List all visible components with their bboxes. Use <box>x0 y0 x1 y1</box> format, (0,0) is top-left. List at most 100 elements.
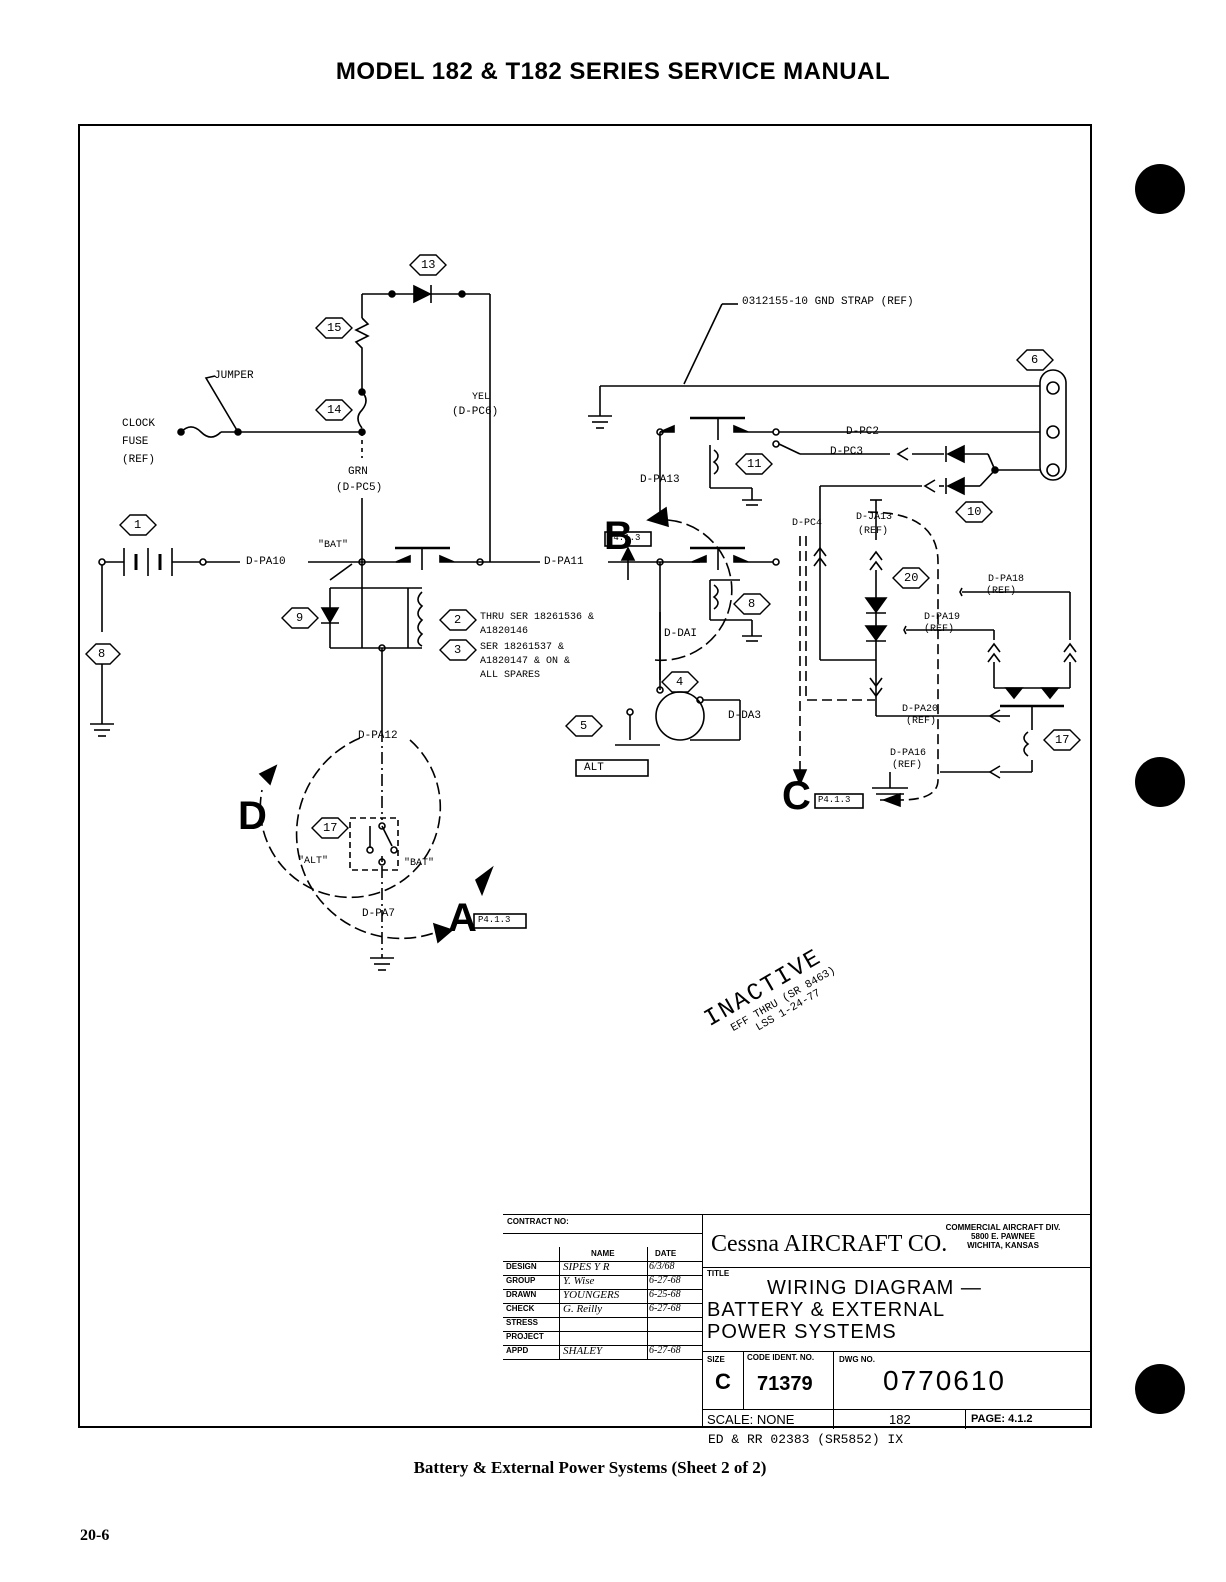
label-dpa7: D-PA7 <box>362 908 396 920</box>
diodes-pc3 <box>819 444 1040 536</box>
callout-3: 3 <box>454 643 462 657</box>
label-dpa12: D-PA12 <box>358 730 398 742</box>
page-ref: PAGE: 4.1.2 <box>971 1413 1033 1425</box>
label-bat-switch: "BAT" <box>404 858 435 869</box>
name: Y. Wise <box>563 1275 595 1287</box>
spacer-row <box>503 1233 703 1248</box>
title-block-main: Cessna AIRCRAFT CO. COMMERCIAL AIRCRAFT … <box>703 1214 1092 1429</box>
divider <box>703 1409 1092 1410</box>
clock-fuse-wire <box>177 375 362 438</box>
ref-c-page: P4.1.3 <box>818 795 851 805</box>
role: STRESS <box>506 1318 539 1327</box>
division-line: 5800 E. PAWNEE <box>971 1232 1035 1241</box>
dwg-label: DWG NO. <box>839 1355 875 1364</box>
diode-13-branch <box>354 284 491 562</box>
size-value: C <box>715 1369 731 1394</box>
division-line: COMMERCIAL AIRCRAFT DIV. <box>945 1223 1061 1232</box>
label-dja13: D-JA13 <box>856 512 893 523</box>
binder-hole <box>1135 164 1185 214</box>
label-alt-switch: "ALT" <box>298 856 329 867</box>
revision-note: ED & RR 02383 (SR5852) IX <box>708 1432 904 1447</box>
label-grn: GRN <box>348 466 368 478</box>
ref-a-page: P4.1.3 <box>478 915 511 925</box>
date: 6-25-68 <box>649 1289 681 1300</box>
label-dpa18-ref: (REF) <box>986 586 1017 597</box>
model: 182 <box>889 1412 911 1427</box>
label-dpa10: D-PA10 <box>246 556 286 568</box>
name: YOUNGERS <box>563 1289 620 1301</box>
label-dpa19-ref: (REF) <box>924 624 955 635</box>
label-clock: CLOCK <box>122 418 156 430</box>
name: SIPES Y R <box>563 1261 610 1273</box>
label-alt-box: ALT <box>584 762 604 774</box>
figure-caption: Battery & External Power Systems (Sheet … <box>413 1458 767 1477</box>
callout-9: 9 <box>296 611 304 625</box>
note-line-2: A1820146 <box>480 626 529 637</box>
callout-11: 11 <box>747 457 762 471</box>
ref-c-box <box>814 793 864 809</box>
date: 6-27-68 <box>649 1345 681 1356</box>
callout-8-left: 8 <box>98 647 106 661</box>
relay-11 <box>656 416 1040 520</box>
alt-box-frame <box>575 759 649 777</box>
label-gnd-strap: 0312155-10 GND STRAP (REF) <box>742 296 914 308</box>
ref-b-box <box>604 531 652 547</box>
label-dpc2: D-PC2 <box>846 426 880 438</box>
role: GROUP <box>506 1276 536 1285</box>
label-dpc3: D-PC3 <box>830 446 864 458</box>
ref-letter-a: A <box>448 896 477 940</box>
approval-row: PROJECT <box>503 1331 703 1346</box>
approval-row: STRESS <box>503 1317 703 1332</box>
callouts <box>85 254 1081 839</box>
callout-6: 6 <box>1031 353 1039 367</box>
date: 6/3/68 <box>649 1261 675 1272</box>
drawing-frame <box>78 124 1092 1428</box>
header-row: NAME DATE <box>503 1247 703 1262</box>
label-dpa16: D-PA16 <box>890 748 927 759</box>
size-label: SIZE <box>707 1355 725 1364</box>
contract-label: CONTRACT NO: <box>507 1217 569 1226</box>
label-jumper: JUMPER <box>214 370 254 382</box>
col-divider <box>647 1247 648 1359</box>
callout-15: 15 <box>327 321 342 335</box>
label-dai: D-DAI <box>664 628 698 640</box>
divider <box>743 1351 744 1409</box>
label-yel-wire: (D-PC6) <box>452 406 499 418</box>
date: 6-27-68 <box>649 1303 681 1314</box>
master-switch-17 <box>258 730 494 971</box>
binder-hole <box>1135 1364 1185 1414</box>
title-line-2: BATTERY & EXTERNAL <box>707 1299 946 1321</box>
divider <box>965 1409 966 1429</box>
page-header: MODEL 182 & T182 SERIES SERVICE MANUAL <box>335 58 891 85</box>
ref-b-page: P4.1.3 <box>608 533 641 543</box>
callout-17-left: 17 <box>323 821 338 835</box>
ref-letter-b: B <box>604 514 633 558</box>
label-dpa20-ref: (REF) <box>906 716 937 727</box>
ext-power-receptacle <box>1039 369 1067 481</box>
callout-17-right: 17 <box>1055 733 1070 747</box>
page-number: 20-6 <box>80 1527 110 1544</box>
label-dpa11: D-PA11 <box>544 556 584 568</box>
callout-13: 13 <box>421 258 436 272</box>
note-line-1: THRU SER 18261536 & <box>480 612 595 623</box>
code-label: CODE IDENT. NO. <box>747 1353 815 1362</box>
col-divider <box>559 1247 560 1359</box>
dwg-number: 0770610 <box>883 1365 1007 1396</box>
diode-assembly-20 <box>792 499 1000 808</box>
note-line-5: ALL SPARES <box>480 670 541 681</box>
label-dpa20: D-PA20 <box>902 704 939 715</box>
label-fuse-ref: (REF) <box>122 454 156 466</box>
divider <box>703 1267 1092 1268</box>
divider <box>833 1351 834 1429</box>
scale: SCALE: NONE <box>707 1412 795 1427</box>
title-label: TITLE <box>707 1269 730 1278</box>
label-dja13-ref: (REF) <box>858 526 889 537</box>
ref-b-arc <box>654 519 733 662</box>
